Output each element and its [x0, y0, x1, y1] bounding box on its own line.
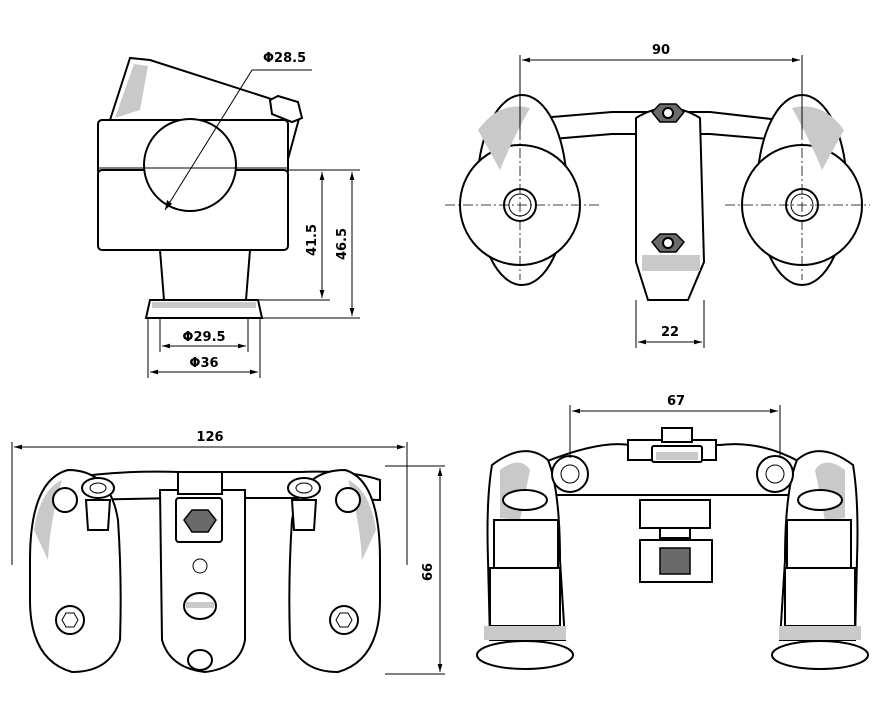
dim-height-46: 46.5 [335, 228, 350, 260]
dim-front-width: 90 [652, 43, 670, 58]
dim-height-41: 41.5 [305, 224, 320, 256]
dim-bar-diameter: Φ28.5 [263, 51, 306, 66]
rear-view: 67 [476, 394, 869, 670]
side-view: Φ28.5 41.5 46.5 Φ29.5 Φ36 [97, 51, 360, 378]
dim-pipe-diameter: Φ29.5 [182, 330, 225, 345]
top-view: 126 66 [11, 430, 445, 675]
dim-top-depth: 66 [421, 563, 436, 581]
dim-rear-span: 67 [667, 394, 685, 409]
dim-base-diameter: Φ36 [189, 356, 218, 371]
dim-top-width: 126 [196, 430, 223, 445]
dim-block-width: 22 [661, 325, 679, 340]
front-view: 90 22 [445, 43, 870, 348]
